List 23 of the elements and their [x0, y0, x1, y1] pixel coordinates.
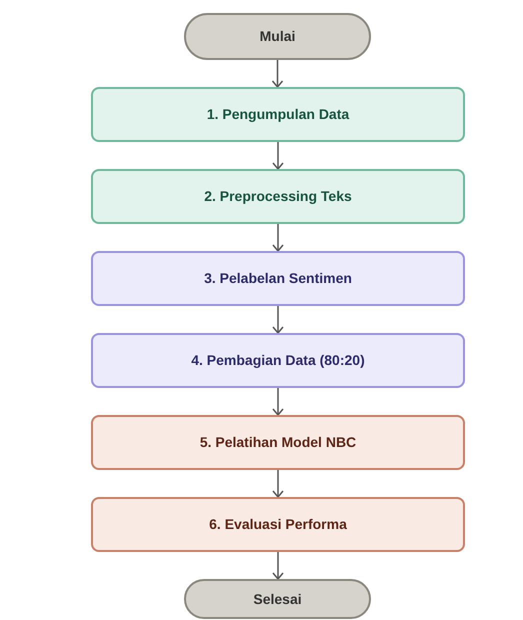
process-box	[91, 497, 465, 552]
node-label: 1. Pengumpulan Data	[206, 105, 350, 124]
node-label: 6. Evaluasi Performa	[209, 515, 347, 534]
process-box	[91, 333, 465, 388]
terminal-pill	[184, 13, 371, 60]
arrow	[272, 142, 284, 170]
node-label: Mulai	[260, 27, 296, 46]
process-box	[91, 169, 465, 224]
process-box	[91, 251, 465, 306]
arrow	[272, 306, 284, 334]
arrow	[272, 552, 284, 580]
process-box	[91, 415, 465, 470]
arrow	[272, 60, 284, 88]
process-box	[91, 87, 465, 142]
node-label: 5. Pelatihan Model NBC	[200, 433, 356, 452]
arrow	[272, 470, 284, 498]
arrow	[272, 388, 284, 416]
node-label: Selesai	[253, 590, 302, 608]
node-label: 2. Preprocessing Teks	[204, 187, 352, 206]
node-label: 3. Pelabelan Sentimen	[204, 269, 352, 288]
node-label: 4. Pembagian Data (80:20)	[191, 351, 365, 370]
terminal-pill	[184, 579, 371, 619]
arrow	[272, 224, 284, 252]
